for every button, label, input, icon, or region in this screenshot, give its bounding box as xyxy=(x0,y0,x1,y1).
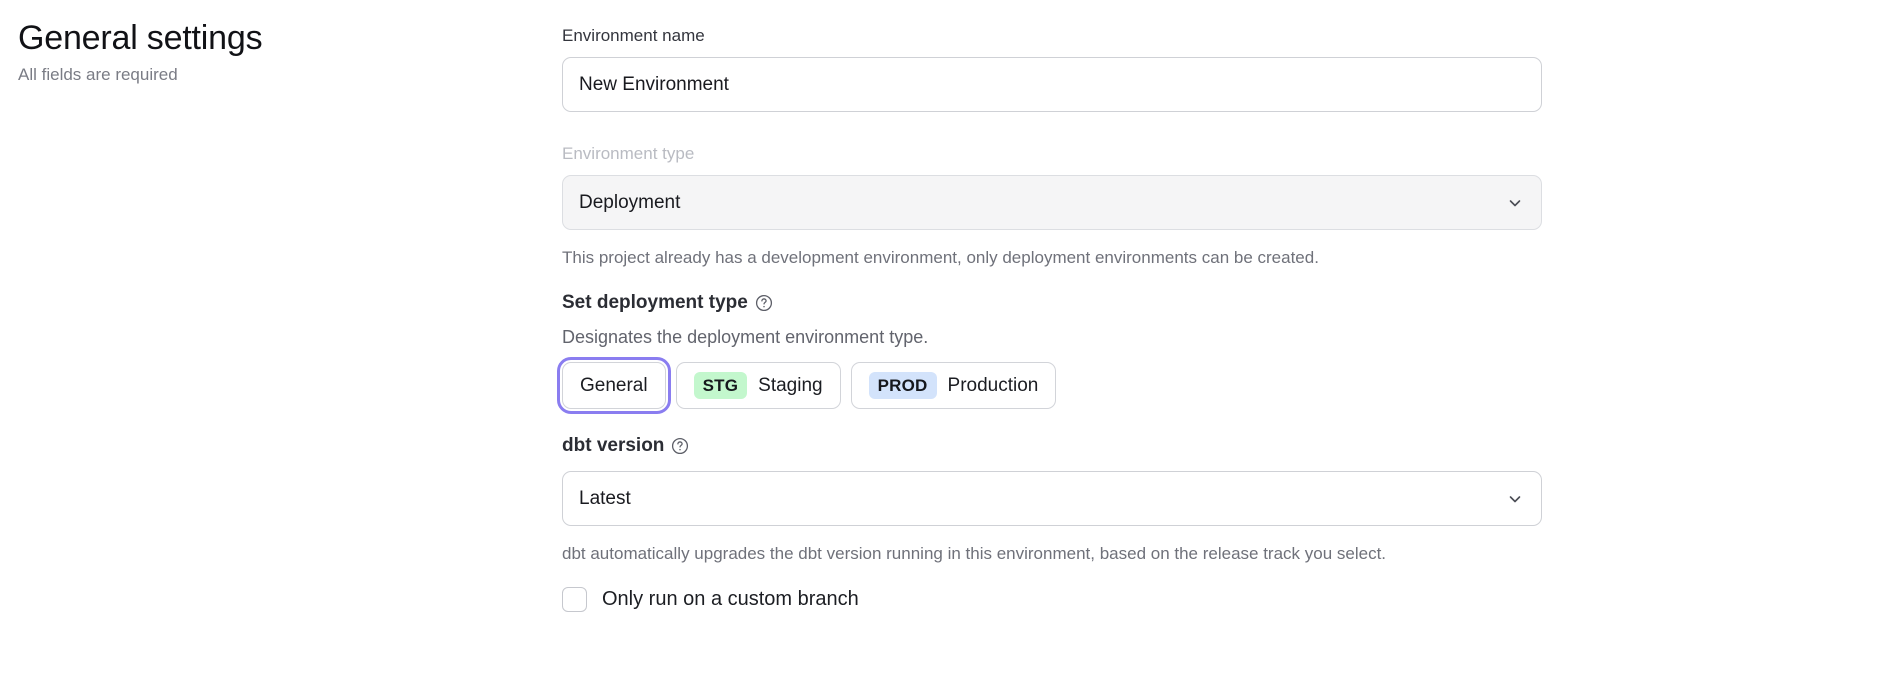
custom-branch-checkbox[interactable] xyxy=(562,587,587,612)
dbt-version-field: dbt version Latest dbt automatically upg… xyxy=(562,433,1542,566)
environment-type-value: Deployment xyxy=(579,191,681,213)
environment-name-field: Environment name New Environment xyxy=(562,24,1542,112)
environment-name-label: Environment name xyxy=(562,26,705,45)
environment-type-field: Environment type Deployment This project… xyxy=(562,142,1542,270)
question-circle-icon[interactable] xyxy=(671,437,689,455)
deployment-type-option-production-label: Production xyxy=(947,374,1039,396)
deployment-type-option-general[interactable]: General xyxy=(557,357,671,414)
dbt-version-heading-row: dbt version xyxy=(562,433,1542,459)
deployment-type-heading: Set deployment type xyxy=(562,292,748,313)
deployment-type-option-general-label: General xyxy=(580,374,648,396)
question-circle-icon[interactable] xyxy=(755,294,773,312)
chevron-down-icon xyxy=(1507,195,1523,211)
environment-name-value: New Environment xyxy=(579,73,729,95)
dbt-version-select[interactable]: Latest xyxy=(562,471,1542,526)
deployment-type-option-production[interactable]: PROD Production xyxy=(850,362,1057,409)
deployment-type-option-staging[interactable]: STG Staging xyxy=(675,362,841,409)
deployment-type-description: Designates the deployment environment ty… xyxy=(562,327,929,347)
dbt-version-label: dbt version xyxy=(562,435,665,456)
dbt-version-helper: dbt automatically upgrades the dbt versi… xyxy=(562,544,1387,563)
deployment-type-option-staging-label: Staging xyxy=(758,374,823,396)
page-title: General settings xyxy=(18,19,263,57)
environment-type-select[interactable]: Deployment xyxy=(562,175,1542,230)
environment-name-input[interactable]: New Environment xyxy=(562,57,1542,112)
deployment-type-field: Set deployment type Designates the deplo… xyxy=(557,290,1542,414)
chevron-down-icon xyxy=(1507,491,1523,507)
settings-intro-column: General settings All fields are required xyxy=(18,16,518,87)
environment-type-helper: This project already has a development e… xyxy=(562,248,1319,267)
page-subtitle: All fields are required xyxy=(18,65,178,84)
deployment-type-heading-row: Set deployment type xyxy=(562,290,1542,316)
dbt-version-value: Latest xyxy=(579,487,631,509)
custom-branch-label: Only run on a custom branch xyxy=(602,588,859,610)
custom-branch-row[interactable]: Only run on a custom branch xyxy=(562,586,1542,613)
environment-type-label: Environment type xyxy=(562,144,695,163)
production-badge: PROD xyxy=(868,372,937,399)
staging-badge: STG xyxy=(693,372,748,399)
deployment-type-options: General STG Staging PROD Production xyxy=(557,357,1542,414)
settings-form-column: Environment name New Environment Environ… xyxy=(557,24,1542,613)
